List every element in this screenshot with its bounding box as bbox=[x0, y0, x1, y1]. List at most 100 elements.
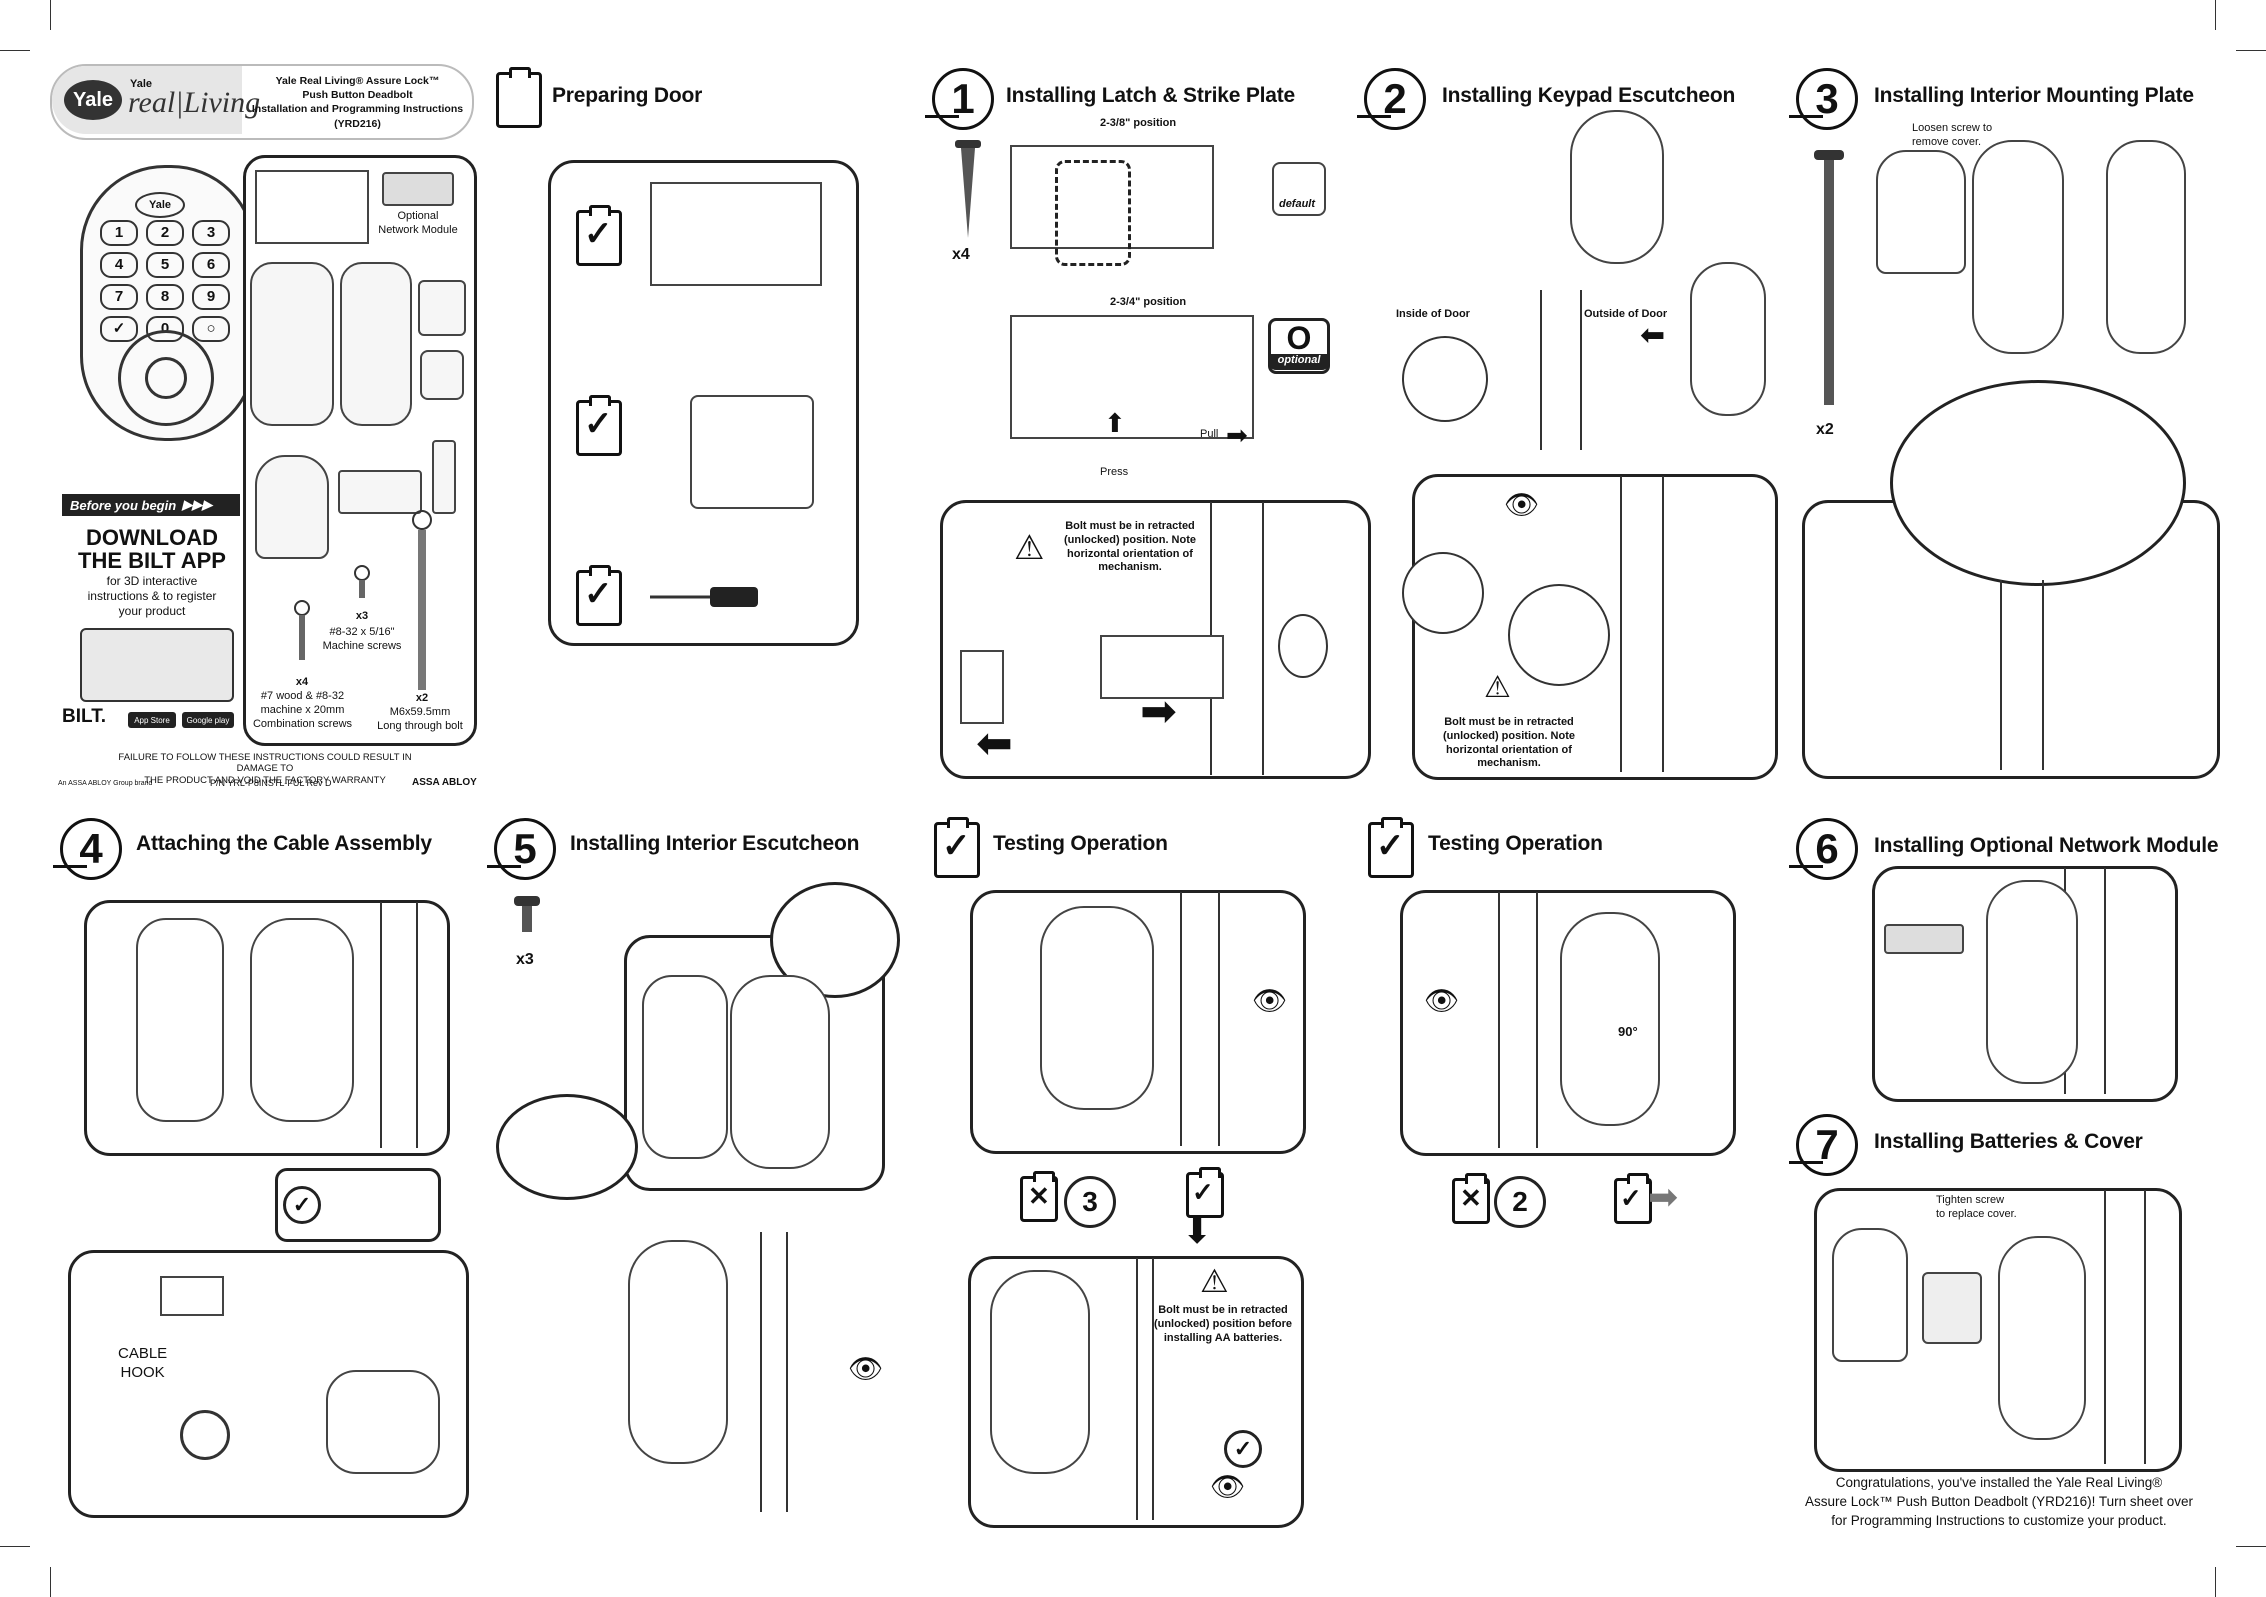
warning-icon: ⚠ bbox=[1200, 1263, 1229, 1299]
bolt-detail-circle bbox=[496, 1094, 638, 1200]
latch-2-3-4-sketch bbox=[1010, 315, 1254, 439]
goto-step-3-icon: 3 bbox=[1064, 1176, 1116, 1228]
inside-door-label: Inside of Door bbox=[1396, 308, 1470, 320]
check-clipboard-icon: ✓ bbox=[1186, 1167, 1224, 1218]
eye-icon: 👁 bbox=[848, 1353, 884, 1384]
lock-logo: Yale bbox=[135, 192, 185, 218]
default-icon bbox=[1272, 162, 1326, 216]
keypad-key: ○ bbox=[192, 316, 230, 342]
screw-x4-icon bbox=[294, 600, 310, 660]
detail-circle-large bbox=[1508, 584, 1610, 686]
door-edge bbox=[380, 902, 418, 1148]
yale-logo: Yale bbox=[64, 80, 122, 120]
batteries-sketch bbox=[418, 280, 466, 336]
angle-label: 90° bbox=[1618, 1024, 1638, 1039]
crop-mark bbox=[2215, 1567, 2216, 1597]
check-circle-icon: ✓ bbox=[1224, 1430, 1262, 1468]
keypad-key: 7 bbox=[100, 284, 138, 310]
outside-escutcheon-sketch bbox=[1690, 262, 1766, 416]
default-label: default bbox=[1278, 198, 1316, 210]
press-arrow-icon: ⬆ bbox=[1104, 408, 1126, 438]
step-3-x2: x2 bbox=[1816, 421, 1834, 438]
door-edge bbox=[1498, 892, 1538, 1148]
keypad-key: ✓ bbox=[100, 316, 138, 342]
door-edge bbox=[2000, 580, 2044, 770]
check-clipboard-icon: ✓ bbox=[934, 817, 980, 878]
app-banner: Before you begin▶▶▶ bbox=[62, 494, 240, 516]
network-module-sketch bbox=[1884, 924, 1964, 954]
step-1-pos1: 2-3/8" position bbox=[1100, 117, 1177, 129]
battery-pack-sketch bbox=[250, 262, 334, 426]
door-edge-sketch bbox=[690, 395, 814, 509]
warning-icon: ⚠ bbox=[1014, 529, 1045, 567]
keys-sketch bbox=[420, 350, 464, 400]
aa-batteries-sketch bbox=[1922, 1272, 1982, 1344]
screws-x3-desc: #8-32 x 5/16" Machine screws bbox=[322, 626, 402, 652]
hand-sketch bbox=[326, 1370, 440, 1474]
x-clipboard-icon: ✕ bbox=[1452, 1173, 1490, 1224]
eye-icon: 👁 bbox=[1504, 489, 1540, 520]
tighten-screw-label: Tighten screw to replace cover. bbox=[1936, 1194, 2017, 1220]
google-play-badge[interactable]: Google play bbox=[182, 712, 234, 728]
header-title-line: Installation and Programming Instruction… bbox=[251, 103, 464, 116]
bolts-x2-desc: M6x59.5mm Long through bolt bbox=[377, 706, 463, 732]
turning-knob-sketch bbox=[1040, 906, 1154, 1110]
step-6-title: Installing Optional Network Module bbox=[1874, 834, 2219, 857]
keyway bbox=[118, 330, 214, 426]
clipboard-icon bbox=[496, 67, 542, 128]
part-number: P/N YRL-P8INSTL-FUL Rev D bbox=[210, 778, 332, 788]
crop-mark bbox=[0, 1546, 30, 1547]
through-bolt-icon bbox=[412, 510, 432, 690]
app-heading: DOWNLOAD THE BILT APP bbox=[78, 525, 226, 574]
check-circle-icon: ✓ bbox=[283, 1186, 321, 1224]
step-1-pos2: 2-3/4" position bbox=[1110, 296, 1187, 308]
keypad-key: 6 bbox=[192, 252, 230, 278]
eye-icon: 👁 bbox=[1252, 985, 1288, 1016]
step-2-number: 2 bbox=[1357, 68, 1426, 130]
loosen-screw-label: Loosen screw to remove cover. bbox=[1912, 122, 1993, 148]
keypad-key: 1 bbox=[100, 220, 138, 246]
template-sketch bbox=[650, 182, 822, 286]
cable-connector-sketch bbox=[160, 1276, 224, 1316]
lock-batteries-sketch bbox=[1998, 1236, 2086, 1440]
right-arrow-icon: ➡ bbox=[1648, 1176, 1679, 1217]
screw-x3-icon bbox=[354, 565, 370, 598]
keypad-key: 8 bbox=[146, 284, 184, 310]
screws-x4-desc: #7 wood & #8-32 machine x 20mm Combinati… bbox=[252, 690, 353, 730]
door-edge bbox=[1180, 892, 1220, 1146]
keypad-escutcheon-sketch bbox=[1570, 110, 1664, 264]
latch-mechanism-sketch bbox=[1100, 635, 1224, 699]
preparing-door-title: Preparing Door bbox=[552, 84, 703, 107]
cable-hook-label: CABLE HOOK bbox=[118, 1345, 168, 1381]
step-2-title: Installing Keypad Escutcheon bbox=[1442, 84, 1736, 107]
keypad-key: 9 bbox=[192, 284, 230, 310]
step-5-x3: x3 bbox=[516, 951, 534, 968]
screws-x4-count: x4 bbox=[295, 676, 309, 688]
mounting-assembly-sketch bbox=[1972, 140, 2064, 354]
right-arrow-icon: ➡ bbox=[1140, 687, 1177, 736]
latch-highlight bbox=[1055, 160, 1131, 266]
interior-escutcheon-sketch bbox=[730, 975, 830, 1169]
warning-icon: ⚠ bbox=[1484, 671, 1511, 704]
detail-circle bbox=[1402, 552, 1484, 634]
crop-mark bbox=[2215, 0, 2216, 30]
header-title-line: (YRD216) bbox=[334, 117, 381, 130]
long-bolt-icon bbox=[1814, 150, 1844, 405]
left-arrow-icon: ⬅ bbox=[976, 719, 1013, 768]
eye-icon: 👁 bbox=[1210, 1471, 1246, 1502]
cover-sketch bbox=[255, 455, 329, 559]
wood-screw-icon bbox=[955, 140, 981, 238]
brand-line: real|Living bbox=[128, 86, 261, 119]
bore-hole bbox=[1278, 614, 1328, 678]
door-edge bbox=[760, 1232, 788, 1512]
app-store-badge[interactable]: App Store bbox=[128, 712, 176, 728]
door-edge bbox=[1620, 476, 1664, 772]
keypad-key: 4 bbox=[100, 252, 138, 278]
bilt-logo: BILT. bbox=[62, 706, 106, 727]
latch-sketch bbox=[338, 470, 422, 514]
brand-small: Yale bbox=[130, 78, 153, 90]
step-7-title: Installing Batteries & Cover bbox=[1874, 1130, 2143, 1153]
goto-step-2-icon: 2 bbox=[1494, 1176, 1546, 1228]
crop-mark bbox=[2236, 50, 2266, 51]
